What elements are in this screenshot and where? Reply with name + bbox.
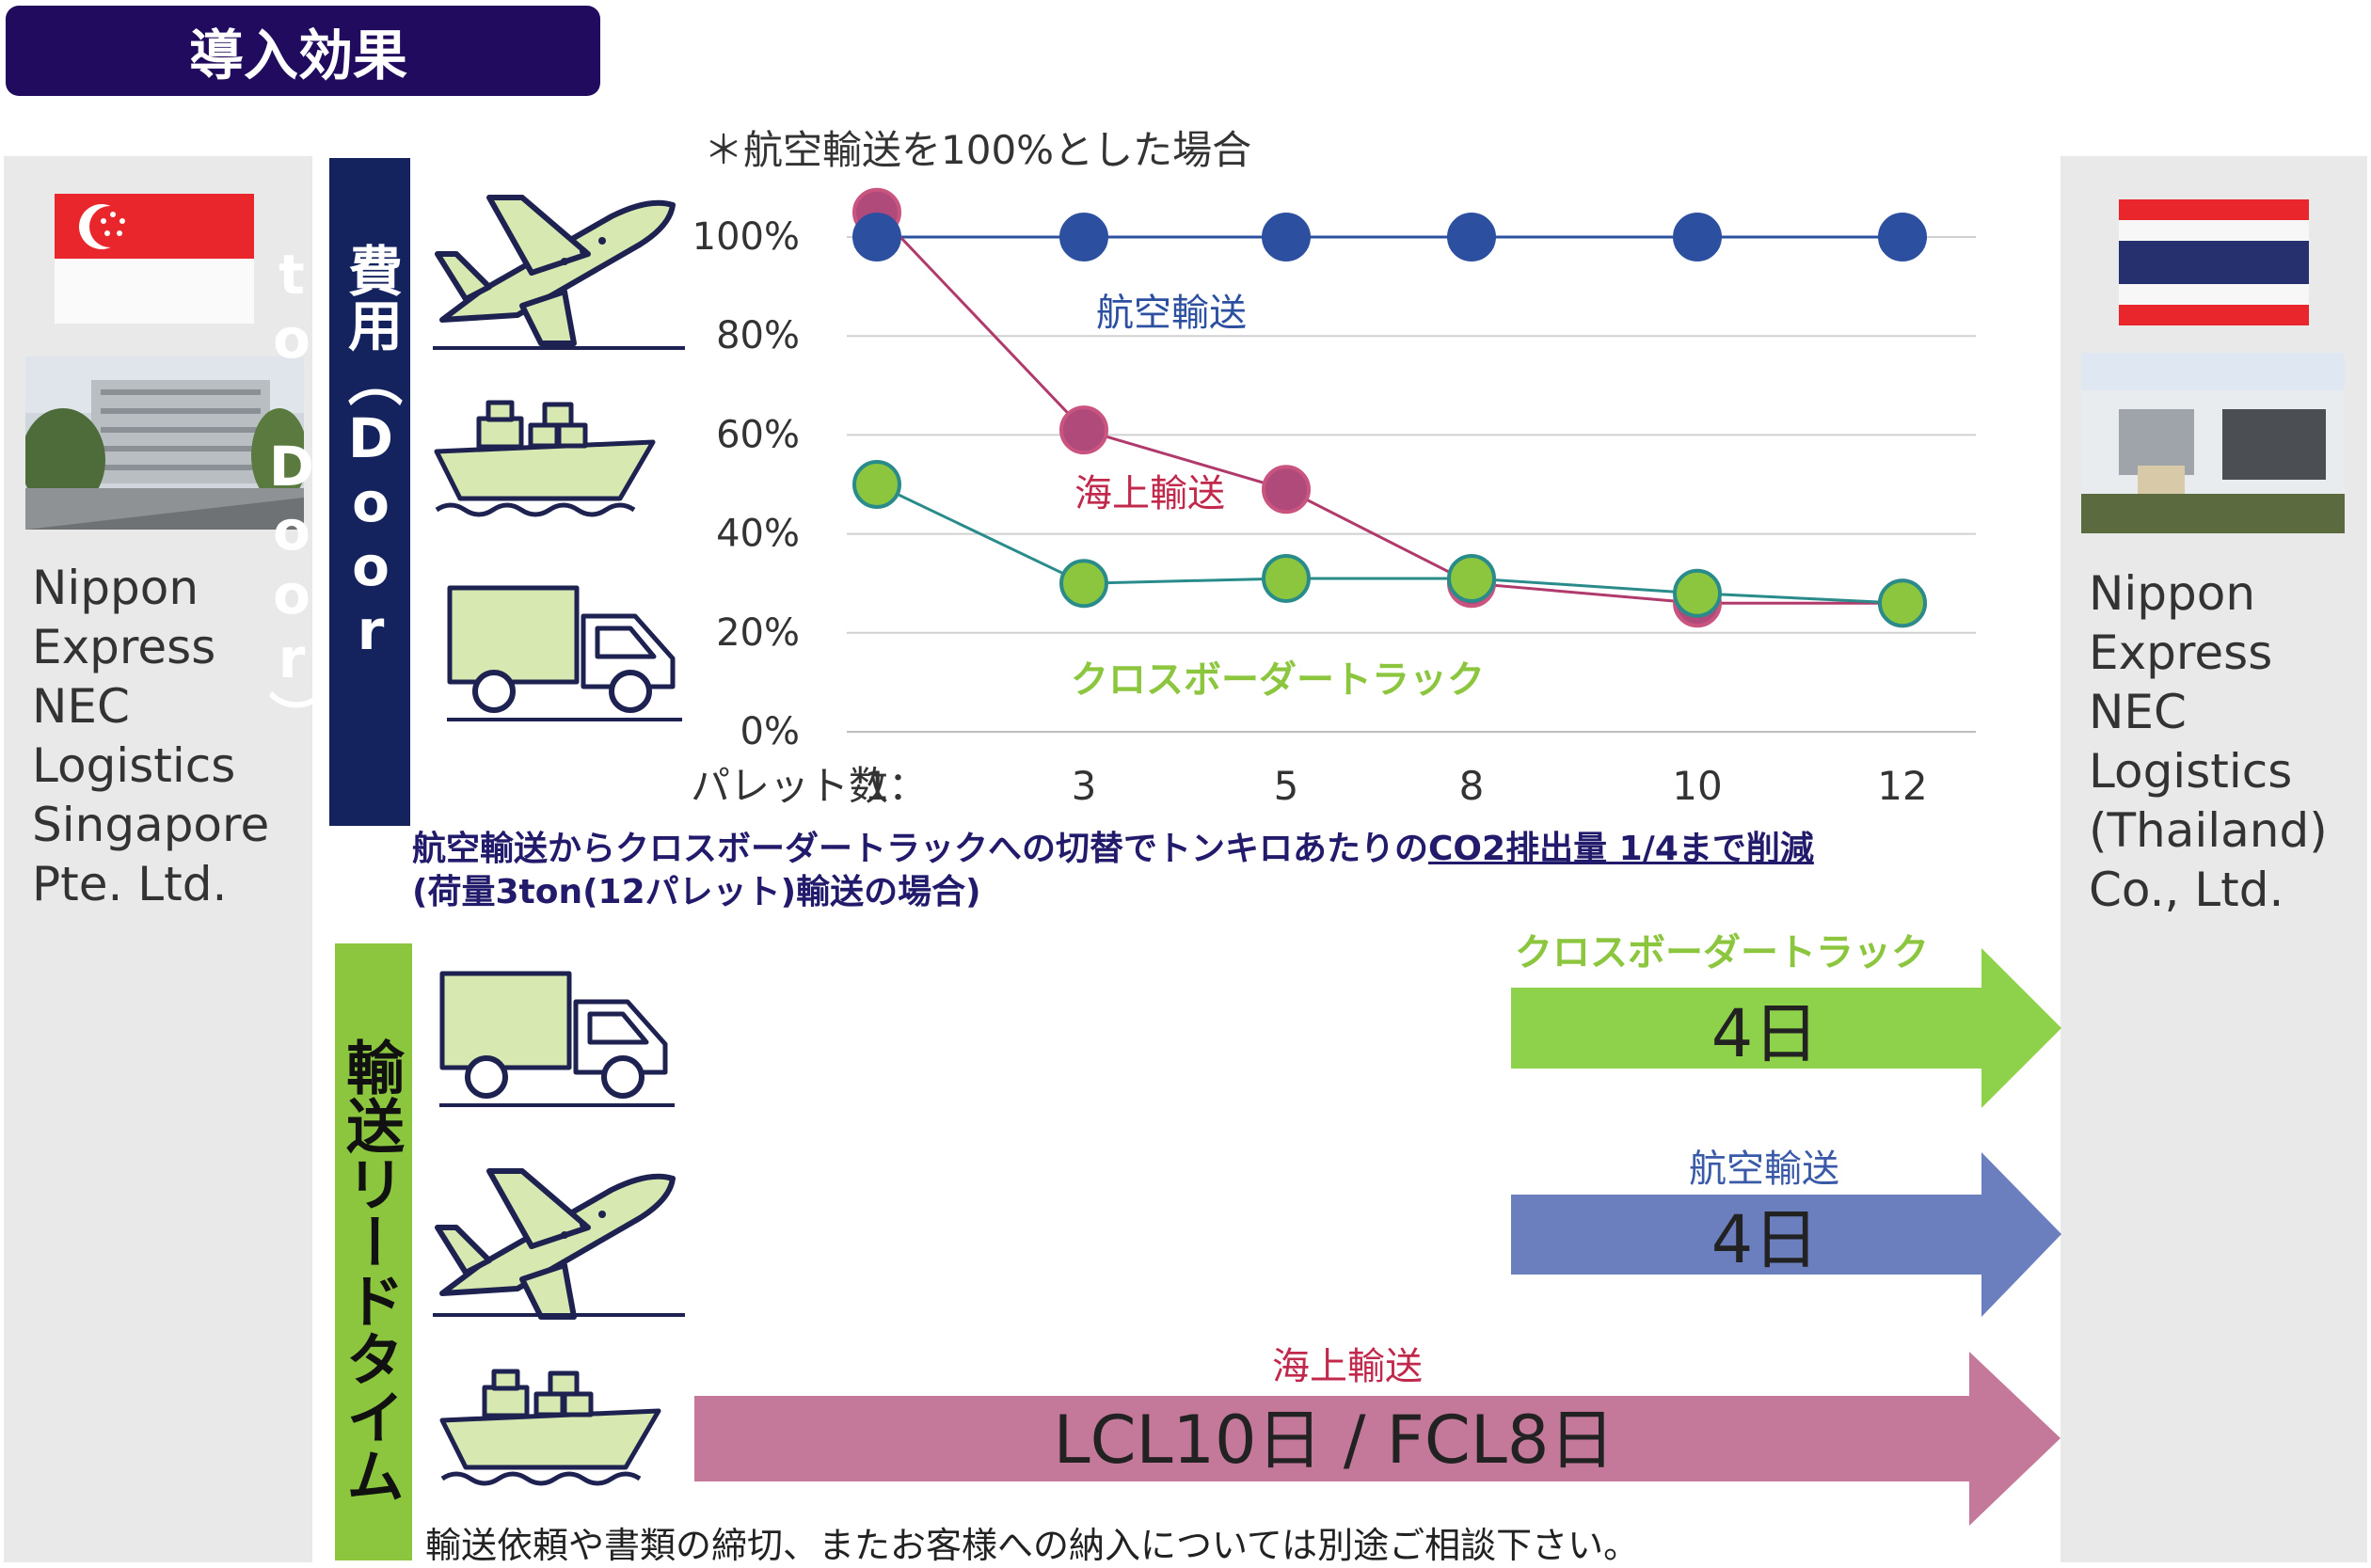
truck-icon <box>447 585 682 721</box>
ship-icon <box>434 400 656 517</box>
x-tick-label: 3 <box>1072 763 1097 809</box>
singapore-warehouse-photo <box>25 356 304 530</box>
y-tick-label: 80% <box>716 314 800 357</box>
sea-series-point <box>1262 465 1311 515</box>
cost-chart: 0% 20% 40% 60% 80% 100% パレット数：1 3 5 8 10 12 <box>691 187 1976 809</box>
truck-series-line <box>876 483 1903 605</box>
x-axis-label: パレット数： <box>691 763 928 809</box>
truck-series-point <box>1878 578 1927 628</box>
truck-leadtime-value: 4日 <box>1711 995 1820 1072</box>
truck-leadtime-label: クロスボーダートラック <box>1515 931 1929 974</box>
co2-line-1-highlight: CO2排出量 1/4まで削減 <box>1428 830 1814 868</box>
air-series-point <box>1878 213 1927 261</box>
leadtime-section-bar: 輸送リードタイム <box>335 943 412 1560</box>
chart-note: ＊航空輸送を100%とした場合 <box>704 127 1252 173</box>
series-label-truck: クロスボーダートラック <box>1071 658 1485 702</box>
series-label-sea: 海上輸送 <box>1074 472 1225 515</box>
x-tick-label: 1 <box>865 763 890 809</box>
airplane-icon <box>435 195 676 346</box>
x-tick-label: 12 <box>1877 763 1927 809</box>
sea-leadtime-label: 海上輸送 <box>1272 1345 1423 1388</box>
series-label-air: 航空輸送 <box>1096 292 1247 335</box>
truck-series-point <box>1059 559 1108 609</box>
destination-company-name: Nippon Express NEC Logistics (Thailand) … <box>2089 566 2328 917</box>
ship-icon <box>439 1369 661 1486</box>
co2-line-1: 航空輸送からクロスボーダートラックへの切替でトンキロあたりのCO2排出量 1/4… <box>412 828 2049 871</box>
co2-reduction-note: 航空輸送からクロスボーダートラックへの切替でトンキロあたりのCO2排出量 1/4… <box>412 828 2049 914</box>
air-series-point <box>1262 213 1311 261</box>
y-tick-label: 0% <box>740 710 800 753</box>
truck-icon <box>439 971 675 1107</box>
destination-panel: Nippon Express NEC Logistics (Thailand) … <box>2061 156 2367 1562</box>
thailand-warehouse-photo <box>2081 353 2345 533</box>
origin-panel: Nippon Express NEC Logistics Singapore P… <box>4 156 312 1562</box>
air-leadtime-value: 4日 <box>1711 1201 1820 1278</box>
cost-section-label: 費用（Door to Door） <box>260 243 403 745</box>
truck-series-point <box>1262 553 1311 603</box>
airplane-icon <box>435 1168 676 1320</box>
air-leadtime-arrow <box>1511 1152 2061 1317</box>
truck-series-point <box>1447 553 1496 603</box>
air-leadtime-label: 航空輸送 <box>1689 1148 1839 1191</box>
icon-divider <box>433 1313 685 1317</box>
origin-company-name: Nippon Express NEC Logistics Singapore P… <box>32 561 270 911</box>
sea-series-point <box>1059 405 1108 455</box>
x-tick-label: 8 <box>1459 763 1485 809</box>
page-title: 導入効果 <box>6 6 600 96</box>
truck-leadtime-arrow <box>1511 948 2061 1108</box>
sea-leadtime-value: LCL10日 / FCL8日 <box>1053 1402 1615 1479</box>
y-tick-label: 100% <box>692 215 800 259</box>
x-tick-label: 5 <box>1274 763 1299 809</box>
leadtime-section-label: 輸送リードタイム <box>336 1037 405 1504</box>
page-title-text: 導入効果 <box>189 24 408 87</box>
icon-divider <box>433 346 685 350</box>
truck-series-point <box>852 460 901 509</box>
y-tick-label: 40% <box>716 513 800 556</box>
air-series-point <box>852 213 901 261</box>
co2-line-1-prefix: 航空輸送からクロスボーダートラックへの切替でトンキロあたりの <box>412 830 1429 868</box>
y-tick-label: 60% <box>716 413 800 456</box>
air-series-point <box>1447 213 1496 261</box>
thailand-flag-icon <box>2119 199 2309 325</box>
air-series-point <box>1673 213 1722 261</box>
sea-series-line <box>875 211 1902 605</box>
y-tick-label: 20% <box>716 611 800 655</box>
co2-line-2: (荷量3ton(12パレット)輸送の場合) <box>412 873 981 911</box>
x-tick-label: 10 <box>1672 763 1722 809</box>
cost-section-bar: 費用（Door to Door） <box>260 158 410 826</box>
singapore-flag-icon <box>55 194 254 324</box>
air-series-point <box>1059 213 1108 261</box>
footer-note: 輸送依頼や書類の締切、またお客様への納入については別途ご相談下さい。 <box>425 1525 1640 1566</box>
sea-leadtime-arrow <box>694 1352 2061 1526</box>
truck-series-point <box>1673 568 1722 618</box>
